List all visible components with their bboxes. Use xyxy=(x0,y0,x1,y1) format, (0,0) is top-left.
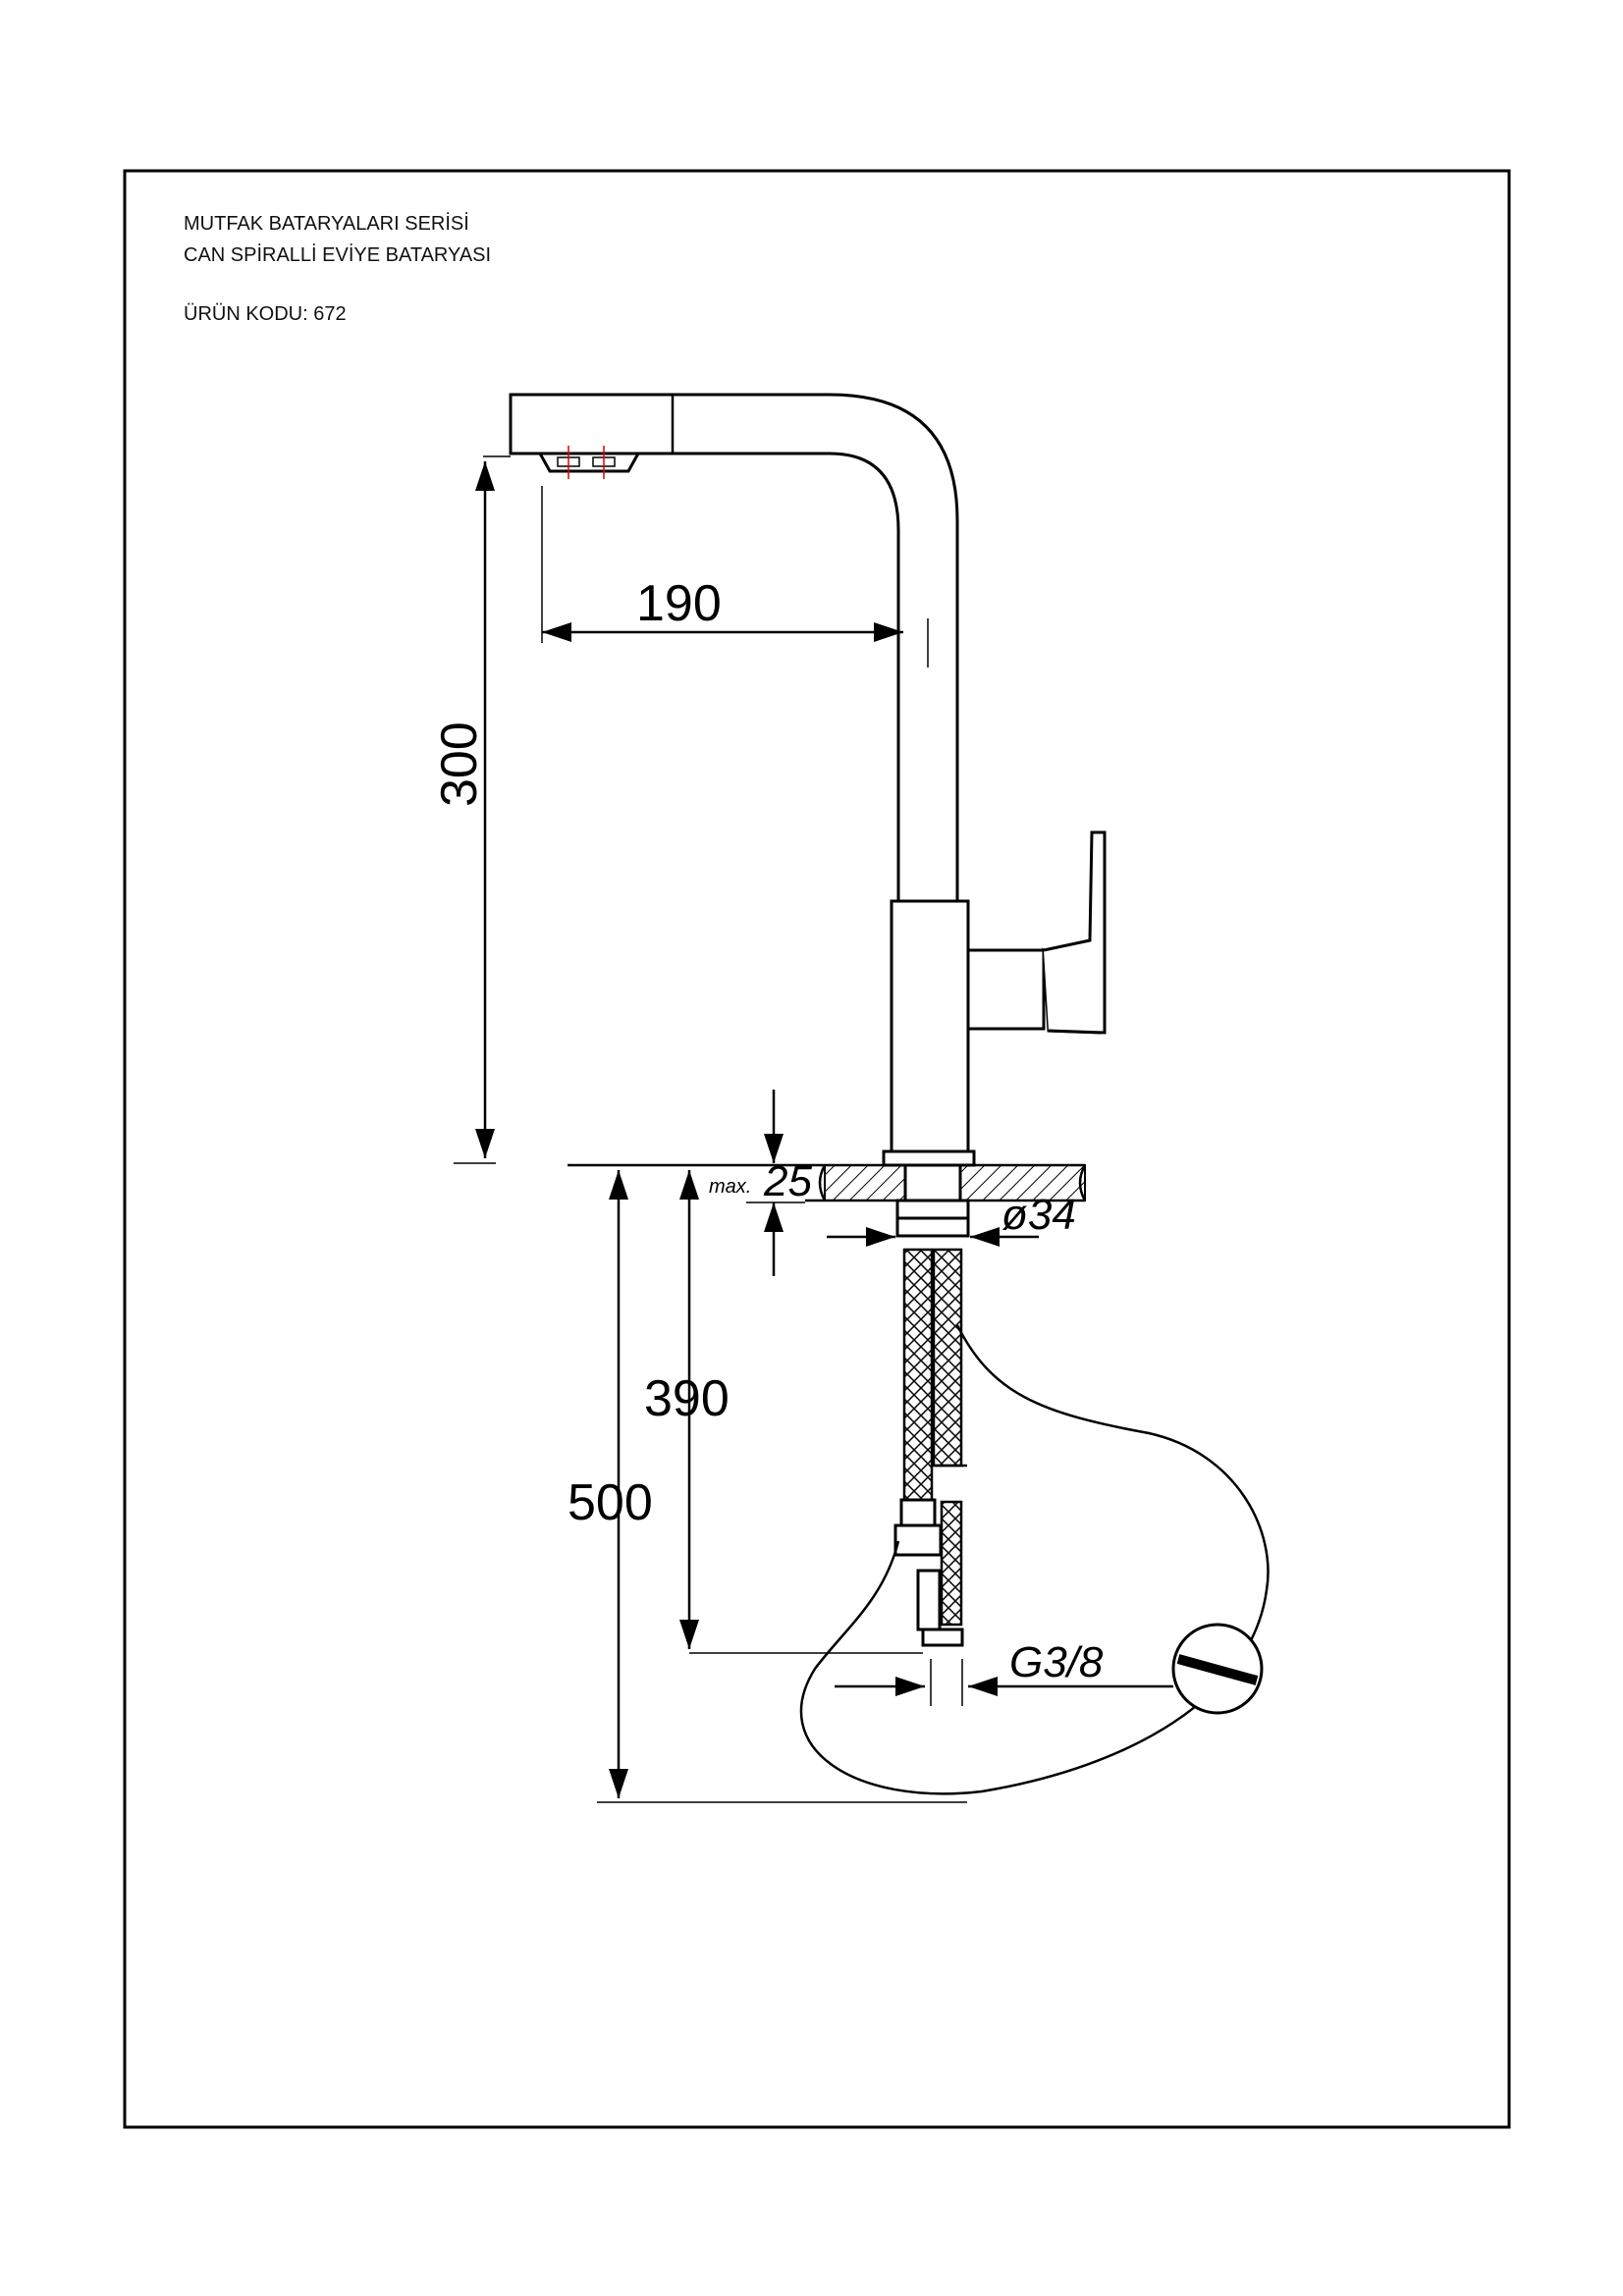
max-thickness-value: 25 xyxy=(763,1157,812,1205)
diameter-dim: ø34 xyxy=(827,1191,1076,1247)
hose-length-value: 390 xyxy=(644,1370,730,1427)
product-code: ÜRÜN KODU: 672 xyxy=(184,303,347,325)
spout-reach-value: 190 xyxy=(636,575,722,632)
thread-dim: G3/8 xyxy=(835,1638,1173,1706)
max-thickness-dim: max. 25 xyxy=(709,1090,812,1276)
series-title: MUTFAK BATARYALARI SERİSİ xyxy=(184,212,469,235)
flexible-hoses xyxy=(893,1248,967,1647)
faucet-body xyxy=(882,830,1107,1167)
drawing-frame xyxy=(123,169,1511,2129)
thread-value: G3/8 xyxy=(1009,1638,1104,1686)
spout-height-dim: 300 xyxy=(431,455,511,1164)
spout-reach-dim: 190 xyxy=(541,486,929,667)
product-title: CAN SPİRALLİ EVİYE BATARYASI xyxy=(184,243,491,266)
diameter-value: ø34 xyxy=(1001,1191,1076,1239)
countertop xyxy=(568,1163,1087,1238)
total-length-value: 500 xyxy=(568,1474,653,1531)
total-length-dim: 500 xyxy=(568,1170,967,1803)
spout-height-value: 300 xyxy=(431,721,488,807)
hose-length-dim: 390 xyxy=(644,1170,923,1654)
faucet-spout xyxy=(509,393,959,903)
thread-detail-icon xyxy=(1171,1623,1264,1715)
max-label: max. xyxy=(709,1176,751,1198)
detail-callout xyxy=(799,1324,1270,1795)
